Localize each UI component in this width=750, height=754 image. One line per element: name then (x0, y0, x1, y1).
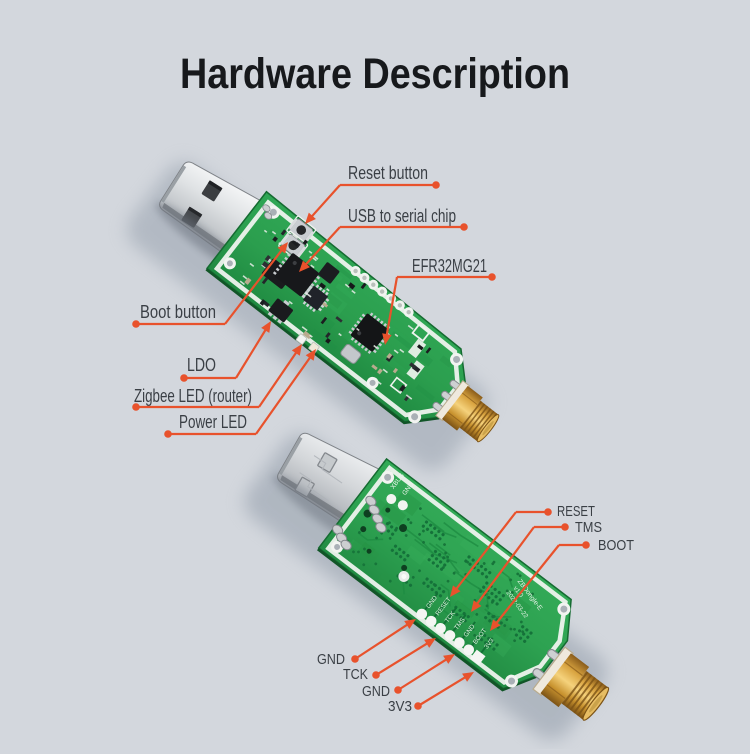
svg-text:Zigbee LED (router): Zigbee LED (router) (134, 386, 252, 406)
svg-text:Power LED: Power LED (179, 412, 247, 432)
svg-text:TMS: TMS (575, 519, 602, 536)
svg-text:BOOT: BOOT (598, 537, 634, 554)
svg-text:Boot button: Boot button (140, 302, 216, 322)
svg-text:USB to serial chip: USB to serial chip (348, 206, 456, 226)
svg-text:GND: GND (317, 651, 345, 668)
svg-text:Reset button: Reset button (348, 163, 428, 183)
svg-text:TCK: TCK (343, 666, 368, 683)
svg-text:LDO: LDO (187, 355, 216, 375)
svg-text:RESET: RESET (557, 503, 595, 520)
svg-text:Hardware Description: Hardware Description (180, 50, 570, 98)
svg-text:3V3: 3V3 (388, 698, 412, 715)
svg-text:GND: GND (362, 683, 390, 700)
svg-text:EFR32MG21: EFR32MG21 (412, 256, 487, 276)
